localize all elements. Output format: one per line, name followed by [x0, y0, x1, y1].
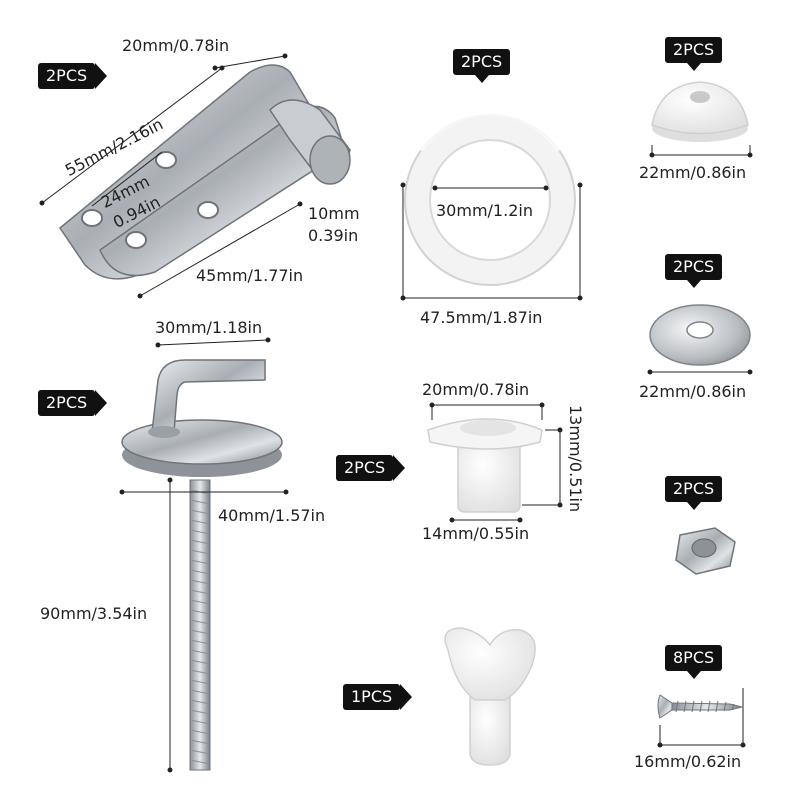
- hinge-part: [58, 64, 351, 280]
- screw-qty-badge: 8PCS: [665, 645, 723, 679]
- ring-inner-diameter-label: 30mm/1.2in: [436, 201, 533, 220]
- ring-qty-badge: 2PCS: [453, 49, 511, 83]
- cap-diameter-label: 22mm/0.86in: [639, 163, 747, 182]
- screw-part: [657, 694, 743, 719]
- hinge-thickness-in-label: 0.39in: [308, 226, 359, 245]
- bushing-dimension-lines: [429, 402, 563, 523]
- key-part: [444, 627, 536, 766]
- hinge-hole-3: [125, 231, 147, 249]
- nut-part: [675, 527, 736, 575]
- ring-part: [404, 110, 576, 286]
- washer-diameter-label: 22mm/0.86in: [639, 382, 747, 401]
- screw-dimension-lines: [657, 688, 746, 748]
- bushing-part: [427, 418, 543, 513]
- hinge-base-length-label: 45mm/1.77in: [196, 266, 304, 285]
- ring-outer-diameter-label: 47.5mm/1.87in: [420, 308, 543, 327]
- bushing-height-label: 13mm/0.51in: [566, 405, 585, 513]
- nut-qty-badge: 2PCS: [665, 476, 723, 510]
- bolt-dimension-lines: [119, 337, 289, 773]
- washer-part: [649, 304, 751, 366]
- hinge-width-label: 20mm/0.78in: [122, 36, 230, 55]
- bolt-length-label: 90mm/3.54in: [40, 604, 148, 623]
- cap-part: [651, 81, 749, 142]
- hinge-thickness-mm-label: 10mm: [308, 204, 360, 223]
- hinge-qty-badge: 2PCS: [38, 63, 108, 89]
- washer-qty-badge: 2PCS: [665, 254, 723, 288]
- ring-dimension-lines: [400, 182, 583, 301]
- bushing-qty-badge: 2PCS: [336, 455, 406, 481]
- bushing-bottom-diameter-label: 14mm/0.55in: [422, 524, 530, 543]
- cap-dimension-lines: [649, 145, 753, 158]
- key-qty-badge: 1PCS: [343, 684, 413, 710]
- screw-length-label: 16mm/0.62in: [634, 752, 742, 771]
- hinge-hole-4: [197, 201, 219, 219]
- cap-qty-badge: 2PCS: [665, 37, 723, 71]
- hinge-hole-2: [155, 151, 177, 169]
- bolt-head-diameter-label: 40mm/1.57in: [218, 506, 326, 525]
- bolt-qty-badge: 2PCS: [38, 390, 108, 416]
- washer-dimension-lines: [647, 369, 753, 375]
- hinge-dimension-lines: [39, 53, 303, 299]
- bolt-handle-length-label: 30mm/1.18in: [155, 318, 263, 337]
- bushing-top-diameter-label: 20mm/0.78in: [422, 380, 530, 399]
- bolt-part: [121, 359, 283, 771]
- hinge-hole-1: [81, 209, 103, 227]
